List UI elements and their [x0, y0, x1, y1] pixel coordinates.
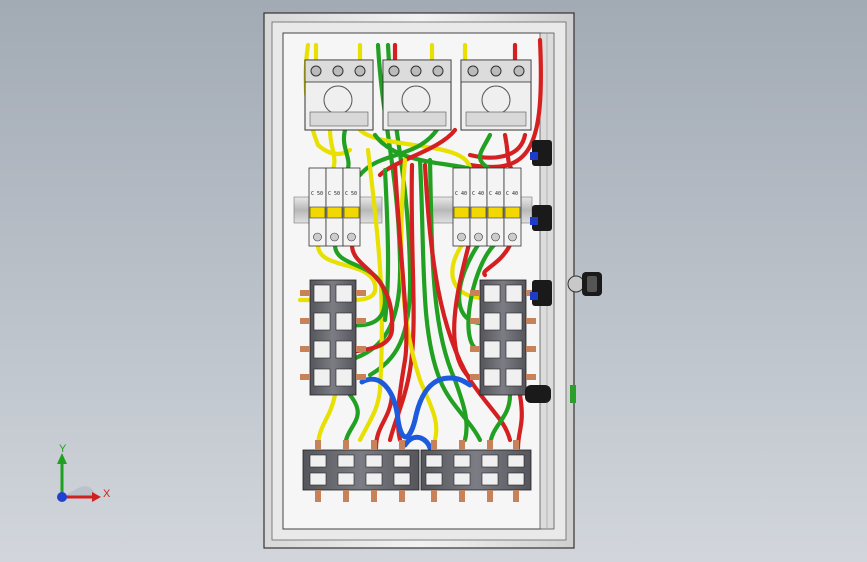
breaker-rating: C 40: [506, 191, 518, 197]
terminal-block-bottom-left[interactable]: [302, 440, 420, 502]
cable-gland: [525, 385, 576, 403]
terminal-block-left[interactable]: [300, 279, 366, 396]
z-axis-arrow: [57, 492, 67, 502]
door-lock-key-icon[interactable]: [567, 272, 602, 296]
breaker-left-1[interactable]: C 50: [308, 167, 327, 247]
breaker-rating: C 40: [455, 191, 467, 197]
breaker-right-2[interactable]: C 40: [469, 167, 488, 247]
x-axis-label: X: [103, 488, 111, 500]
door-hinges: [530, 140, 552, 306]
terminal-block-bottom-right[interactable]: [420, 440, 532, 502]
breaker-rating: C 50: [311, 191, 323, 197]
breaker-rating: C 40: [472, 191, 484, 197]
breaker-left-2[interactable]: C 50: [325, 167, 344, 247]
breaker-right-1[interactable]: C 40: [452, 167, 471, 247]
relay-row: [304, 59, 532, 131]
breaker-rating: C 40: [489, 191, 501, 197]
breaker-right-4[interactable]: C 40: [503, 167, 522, 247]
relay-2[interactable]: [382, 59, 452, 131]
breaker-left-3[interactable]: C 50: [342, 167, 361, 247]
breaker-rating: C 50: [345, 191, 357, 197]
coordinate-triad: Y X: [57, 443, 111, 502]
y-axis-label: Y: [59, 443, 67, 455]
terminal-block-right[interactable]: [470, 279, 536, 396]
breakers-left: C 50 C 50 C 50: [308, 167, 361, 247]
relay-3[interactable]: [460, 59, 532, 131]
relay-1[interactable]: [304, 59, 374, 131]
breaker-right-3[interactable]: C 40: [486, 167, 505, 247]
breaker-rating: C 50: [328, 191, 340, 197]
breakers-right: C 40 C 40 C 40 C 40: [452, 167, 522, 247]
